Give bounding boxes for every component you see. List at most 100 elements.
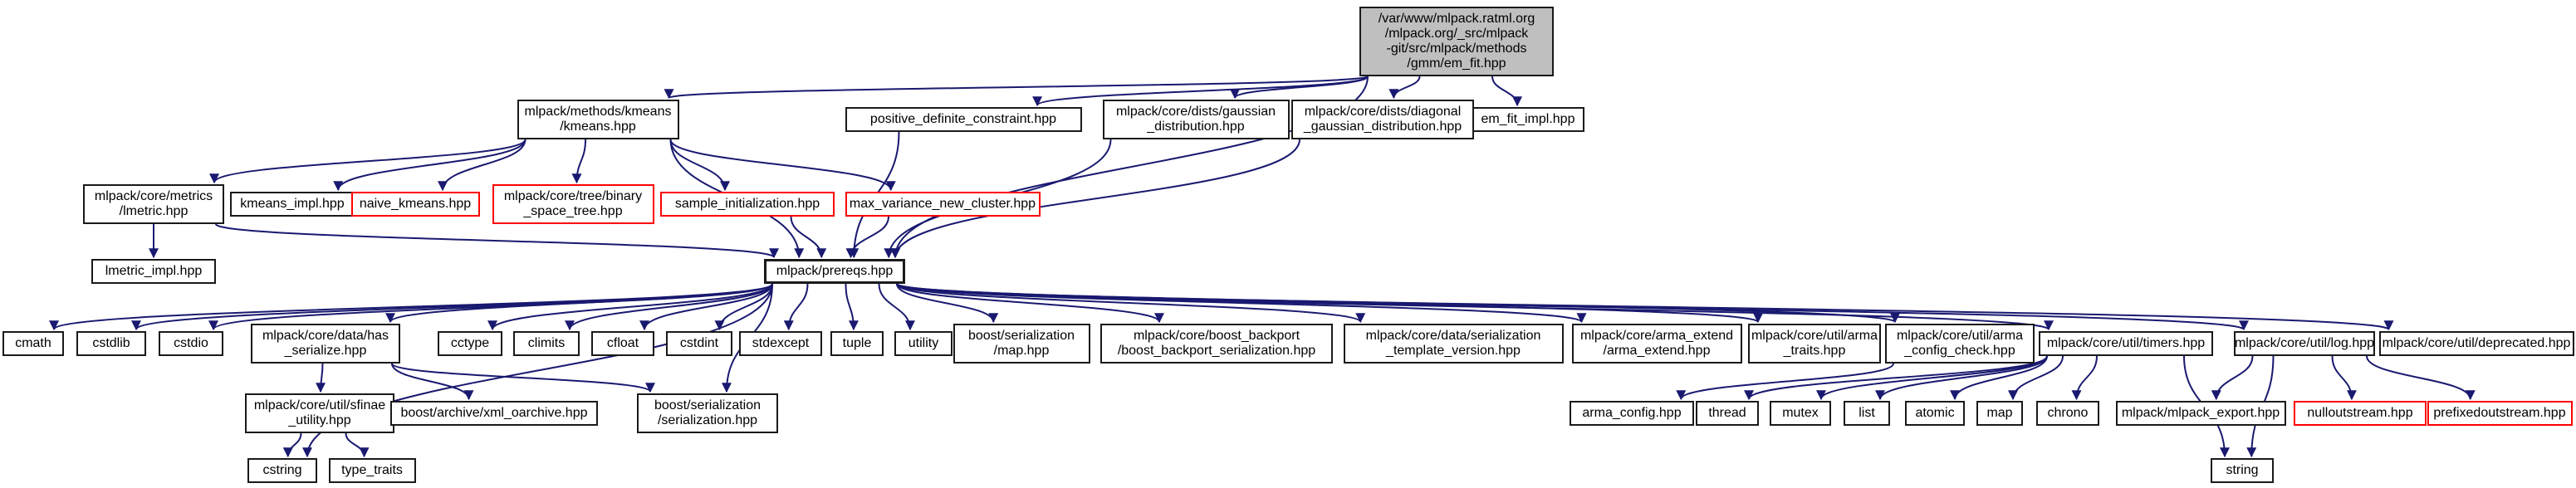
graph-node-export[interactable]: mlpack/mlpack_export.hpp — [2115, 401, 2286, 426]
graph-node-lmetric[interactable]: mlpack/core/metrics/lmetric.hpp — [83, 184, 224, 224]
edge-prereqs-to-stv — [896, 283, 1365, 324]
graph-node-mutex[interactable]: mutex — [1770, 401, 1831, 426]
graph-node-prereqs[interactable]: mlpack/prereqs.hpp — [764, 259, 905, 284]
edge-kmeans-to-maxvar — [669, 139, 896, 192]
graph-node-log[interactable]: mlpack/core/util/log.hpp — [2234, 331, 2375, 356]
graph-node-pdc[interactable]: positive_definite_constraint.hpp — [845, 107, 1082, 132]
graph-node-naive[interactable]: naive_kmeans.hpp — [350, 192, 480, 217]
graph-node-kmeansimpl[interactable]: kmeans_impl.hpp — [230, 192, 355, 217]
node-label: mlpack/core/util/sfinae — [253, 398, 386, 412]
graph-node-mapstd[interactable]: map — [1976, 401, 2023, 426]
edge-prereqs-to-armaext — [896, 283, 1587, 324]
graph-node-thread[interactable]: thread — [1696, 401, 1759, 426]
edge-root-to-diag — [1388, 76, 1421, 100]
graph-node-hasser[interactable]: mlpack/core/data/has_serialize.hpp — [251, 324, 400, 364]
edge-prereqs-to-hasser — [385, 283, 773, 324]
node-label: mlpack/core/util/timers.hpp — [2046, 336, 2206, 350]
graph-node-climits[interactable]: climits — [513, 331, 580, 356]
node-label: prefixedoutstream.hpp — [2433, 406, 2566, 420]
edge-prereqs-to-climits — [565, 283, 773, 331]
graph-node-lst[interactable]: list — [1844, 401, 1890, 426]
node-label: mlpack/core/boost_backport — [1133, 329, 1300, 343]
graph-node-root[interactable]: /var/www/mlpack.ratml.org/mlpack.org/_sr… — [1359, 7, 1554, 76]
node-label: /gmm/em_fit.hpp — [1407, 56, 1506, 71]
graph-node-gauss[interactable]: mlpack/core/dists/gaussian_distribution.… — [1102, 100, 1290, 139]
node-label: cstdint — [679, 336, 719, 350]
node-label: em_fit_impl.hpp — [1481, 112, 1575, 126]
node-label: boost/serialization — [967, 329, 1075, 343]
node-label: utility — [908, 336, 939, 350]
edge-hasser-to-sfinae — [316, 363, 326, 393]
graph-node-typetraits[interactable]: type_traits — [328, 458, 416, 483]
graph-node-sfinae[interactable]: mlpack/core/util/sfinae_utility.hpp — [245, 393, 394, 433]
graph-node-armaconfig[interactable]: arma_config.hpp — [1570, 401, 1694, 426]
graph-node-armaext[interactable]: mlpack/core/arma_extend/arma_extend.hpp — [1571, 324, 1742, 364]
node-label: /map.hpp — [993, 344, 1050, 358]
edge-kmeans-to-bst — [571, 139, 586, 184]
node-label: /boost_backport_serialization.hpp — [1117, 344, 1316, 358]
node-label: mlpack/core/data/has — [262, 329, 389, 343]
graph-node-utility[interactable]: utility — [894, 331, 953, 356]
graph-node-bsser[interactable]: boost/serialization/serialization.hpp — [637, 393, 778, 433]
edge-log-to-nullout — [2331, 355, 2357, 401]
node-label: mlpack/core/metrics — [94, 189, 213, 203]
graph-node-cstring[interactable]: cstring — [247, 458, 317, 483]
graph-node-deprecated[interactable]: mlpack/core/util/deprecated.hpp — [2378, 331, 2574, 356]
graph-node-cmath[interactable]: cmath — [2, 331, 64, 356]
graph-node-cfloat[interactable]: cfloat — [591, 331, 654, 356]
edge-kmeans-to-kmeansimpl — [333, 139, 526, 192]
edge-log-to-export — [2211, 355, 2254, 401]
node-label: naive_kmeans.hpp — [359, 197, 472, 211]
node-label: lmetric_impl.hpp — [105, 264, 203, 278]
graph-node-chrono[interactable]: chrono — [2036, 401, 2099, 426]
graph-node-stv[interactable]: mlpack/core/data/serialization_template_… — [1343, 324, 1564, 364]
node-label: atomic — [1915, 406, 1955, 420]
node-label: _space_tree.hpp — [523, 204, 623, 218]
node-label: -git/src/mlpack/methods — [1386, 41, 1527, 56]
edge-timers-to-chrono — [2071, 355, 2098, 401]
edge-timers-to-thread — [1744, 355, 2048, 401]
edge-diag-to-prereqs — [890, 139, 1300, 259]
graph-node-bsmap[interactable]: boost/serialization/map.hpp — [953, 324, 1090, 364]
graph-node-armacfg[interactable]: mlpack/core/util/arma_config_check.hpp — [1885, 324, 2035, 364]
node-label: /var/www/mlpack.ratml.org — [1378, 12, 1535, 26]
edge-timers-to-lst — [1875, 355, 2048, 401]
graph-node-nullout[interactable]: nulloutstream.hpp — [2294, 401, 2427, 426]
graph-node-stringnode[interactable]: string — [2211, 458, 2274, 483]
node-label: positive_definite_constraint.hpp — [869, 112, 1057, 126]
graph-node-prefout[interactable]: prefixedoutstream.hpp — [2427, 401, 2573, 426]
graph-node-atomic[interactable]: atomic — [1905, 401, 1965, 426]
graph-node-timers[interactable]: mlpack/core/util/timers.hpp — [2039, 331, 2213, 356]
graph-node-cctype[interactable]: cctype — [438, 331, 502, 356]
node-label: stdexcept — [752, 336, 810, 350]
graph-node-backport[interactable]: mlpack/core/boost_backport/boost_backpor… — [1100, 324, 1333, 364]
graph-node-cstdint[interactable]: cstdint — [666, 331, 732, 356]
graph-node-cstdio[interactable]: cstdio — [159, 331, 223, 356]
edge-prereqs-to-utility — [878, 283, 915, 331]
graph-node-sampinit[interactable]: sample_initialization.hpp — [660, 192, 835, 217]
graph-node-bst[interactable]: mlpack/core/tree/binary_space_tree.hpp — [492, 184, 654, 224]
graph-node-maxvar[interactable]: max_variance_new_cluster.hpp — [845, 192, 1041, 217]
graph-node-xmloar[interactable]: boost/archive/xml_oarchive.hpp — [390, 401, 598, 426]
node-label: mlpack/methods/kmeans — [524, 105, 672, 119]
graph-node-kmeans[interactable]: mlpack/methods/kmeans/kmeans.hpp — [517, 100, 679, 139]
graph-node-emfitimpl[interactable]: em_fit_impl.hpp — [1472, 107, 1584, 132]
edge-prereqs-to-deprecated — [896, 283, 2393, 331]
node-label: cfloat — [606, 336, 639, 350]
node-label: nulloutstream.hpp — [2307, 406, 2413, 420]
node-label: string — [2226, 463, 2259, 477]
node-label: _template_version.hpp — [1386, 344, 1521, 358]
graph-node-lmetricimpl[interactable]: lmetric_impl.hpp — [91, 259, 216, 284]
graph-node-tuple[interactable]: tuple — [830, 331, 884, 356]
node-label: _distribution.hpp — [1147, 120, 1245, 134]
node-label: mlpack/core/tree/binary — [503, 189, 643, 203]
node-label: cctype — [450, 336, 490, 350]
graph-node-diag[interactable]: mlpack/core/dists/diagonal_gaussian_dist… — [1291, 100, 1474, 139]
edge-lmetric-to-prereqs — [215, 223, 779, 259]
edge-prereqs-to-cctype — [487, 283, 773, 331]
edge-maxvar-to-prereqs — [845, 216, 889, 259]
graph-node-stdexcept[interactable]: stdexcept — [739, 331, 822, 356]
graph-node-armatraits[interactable]: mlpack/core/util/arma_traits.hpp — [1748, 324, 1881, 364]
edge-sfinae-to-cstring — [282, 432, 302, 458]
graph-node-cstdlib[interactable]: cstdlib — [76, 331, 146, 356]
